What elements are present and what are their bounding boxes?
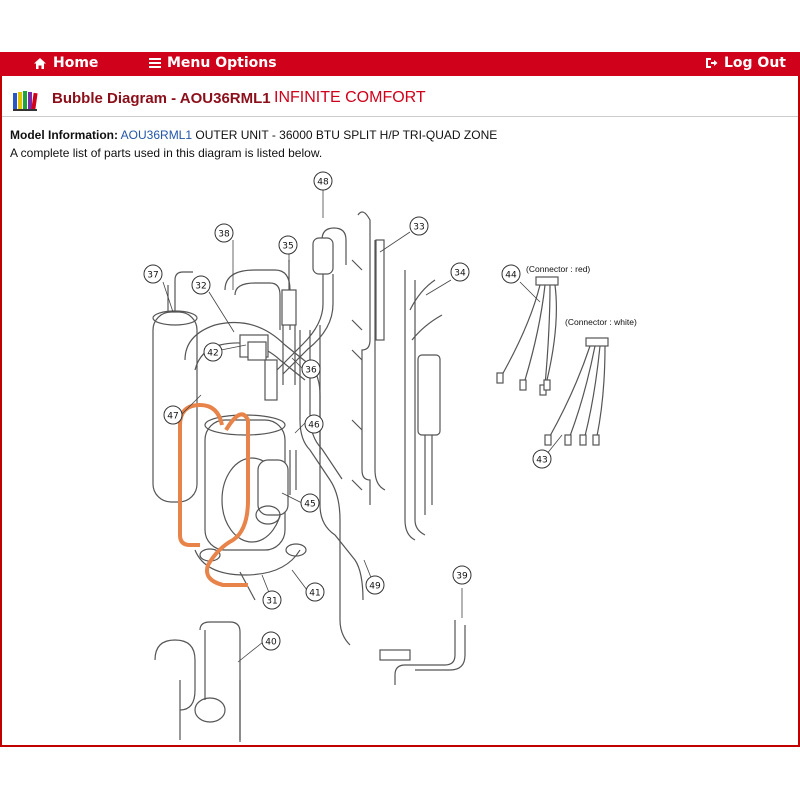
svg-text:44: 44 <box>505 271 517 281</box>
svg-text:38: 38 <box>218 230 230 240</box>
nav-home-label: Home <box>53 55 99 71</box>
bubble-49[interactable]: 49 <box>365 575 385 595</box>
brand-name: INFINITE COMFORT <box>274 89 426 106</box>
home-icon <box>34 57 46 69</box>
title-bar: Bubble Diagram - AOU36RML1 INFINITE COMF… <box>2 84 798 117</box>
model-description: OUTER UNIT - 36000 BTU SPLIT H/P TRI-QUA… <box>195 128 498 142</box>
hamburger-icon <box>149 58 161 68</box>
svg-text:34: 34 <box>454 269 466 279</box>
bubble-32[interactable]: 32 <box>191 275 211 295</box>
books-icon <box>13 91 38 111</box>
model-info: Model Information: AOU36RML1 OUTER UNIT … <box>10 126 497 162</box>
svg-text:45: 45 <box>304 500 315 510</box>
bubble-34[interactable]: 34 <box>450 262 470 282</box>
bubble-48[interactable]: 48 <box>313 171 333 191</box>
svg-text:46: 46 <box>308 421 320 431</box>
nav-home[interactable]: Home <box>33 55 98 71</box>
nav-logout[interactable]: Log Out <box>705 55 786 71</box>
bubble-47[interactable]: 47 <box>163 405 183 425</box>
bubble-37[interactable]: 37 <box>143 264 163 284</box>
page-frame <box>0 52 800 747</box>
bubble-43[interactable]: 43 <box>532 449 552 469</box>
svg-text:43: 43 <box>536 456 547 466</box>
svg-text:32: 32 <box>195 282 206 292</box>
bubble-31[interactable]: 31 <box>262 590 282 610</box>
svg-text:36: 36 <box>305 366 317 376</box>
bubble-38[interactable]: 38 <box>214 223 234 243</box>
logout-icon <box>706 58 718 68</box>
connector-white-label: (Connector : white) <box>565 317 637 327</box>
bubble-35[interactable]: 35 <box>278 235 298 255</box>
svg-text:35: 35 <box>282 242 293 252</box>
model-link[interactable]: AOU36RML1 <box>120 128 193 142</box>
bubble-44[interactable]: 44 <box>501 264 521 284</box>
bubble-42[interactable]: 42 <box>203 342 223 362</box>
svg-text:42: 42 <box>207 349 218 359</box>
svg-text:47: 47 <box>167 412 178 422</box>
page-title: Bubble Diagram - AOU36RML1 <box>52 90 271 107</box>
connector-red-label: (Connector : red) <box>526 264 590 274</box>
svg-text:49: 49 <box>369 582 381 592</box>
nav-logout-label: Log Out <box>724 55 786 71</box>
model-info-label: Model Information: <box>10 128 118 142</box>
svg-text:48: 48 <box>317 178 329 188</box>
svg-text:33: 33 <box>413 223 424 233</box>
top-navbar: Home Menu Options Log Out <box>0 52 800 76</box>
bubble-36[interactable]: 36 <box>301 359 321 379</box>
bubble-40[interactable]: 40 <box>261 631 281 651</box>
bubble-46[interactable]: 46 <box>304 414 324 434</box>
nav-menu-options[interactable]: Menu Options <box>149 55 277 71</box>
bubble-diagram: 48 38 35 33 37 34 32 44 42 36 47 46 45 4… <box>143 171 637 742</box>
svg-text:31: 31 <box>266 597 277 607</box>
bubble-39[interactable]: 39 <box>452 565 472 585</box>
parts-note: A complete list of parts used in this di… <box>10 146 323 160</box>
diagram-lines <box>152 211 609 742</box>
svg-text:37: 37 <box>147 271 158 281</box>
bubble-41[interactable]: 41 <box>305 582 325 602</box>
bubble-33[interactable]: 33 <box>409 216 429 236</box>
nav-menu-label: Menu Options <box>167 55 277 71</box>
svg-text:39: 39 <box>456 572 468 582</box>
bubble-group: 48 38 35 33 37 34 32 44 42 36 47 46 45 4… <box>143 171 552 651</box>
svg-text:40: 40 <box>265 638 277 648</box>
bubble-45[interactable]: 45 <box>300 493 320 513</box>
svg-text:41: 41 <box>309 589 320 599</box>
